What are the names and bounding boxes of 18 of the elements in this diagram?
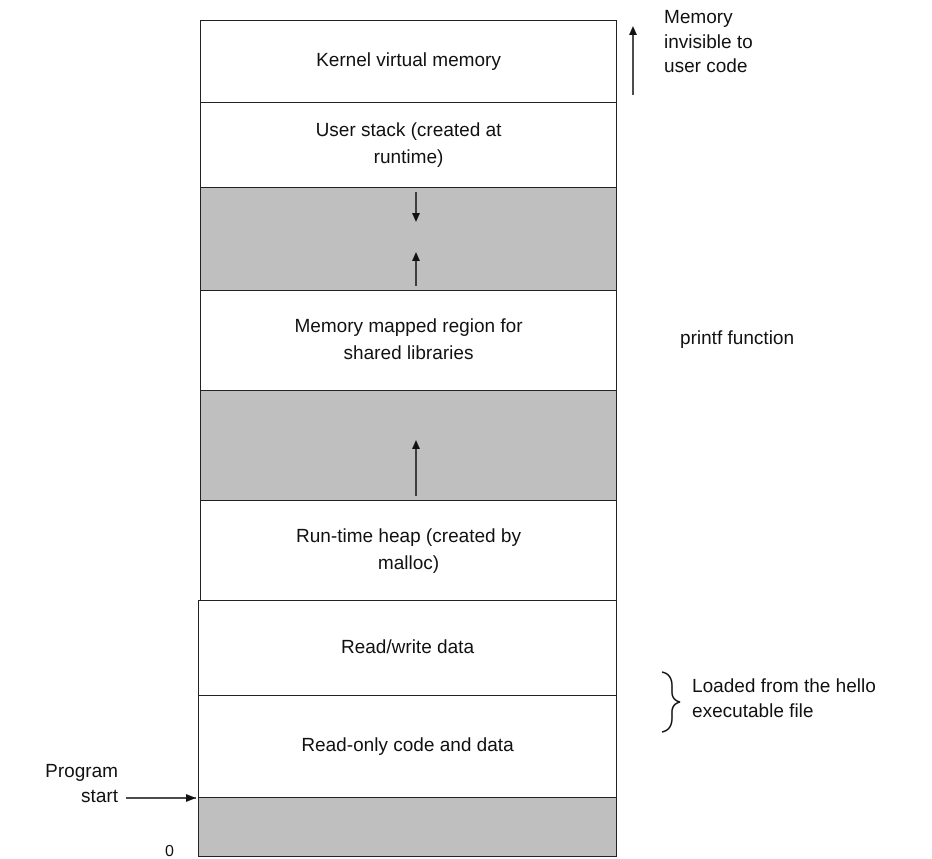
segment-label: Run-time heap (created by malloc)	[295, 524, 522, 576]
annotation-text: 0	[165, 842, 174, 859]
memory-segment	[198, 600, 617, 696]
text-label: Program start	[8, 760, 118, 808]
gap-region	[200, 390, 617, 501]
annotation-text: printf function	[680, 327, 796, 351]
arrow	[126, 794, 196, 802]
segment-label: Read-only code and data	[301, 734, 514, 758]
segment-label: User stack (created at runtime)	[314, 119, 502, 170]
gap-region	[200, 187, 617, 291]
memory-segment	[200, 500, 617, 601]
annotation-text: Memory invisible to user code	[664, 6, 754, 80]
segment-label: Kernel virtual memory	[316, 49, 501, 74]
memory-segment	[200, 20, 617, 103]
segment-label: Read/write data	[340, 636, 474, 660]
annotation-text: Loaded from the hello executable file	[692, 675, 877, 724]
segment-label: Memory mapped region for shared libraries	[293, 314, 524, 366]
gap-region	[198, 797, 617, 857]
